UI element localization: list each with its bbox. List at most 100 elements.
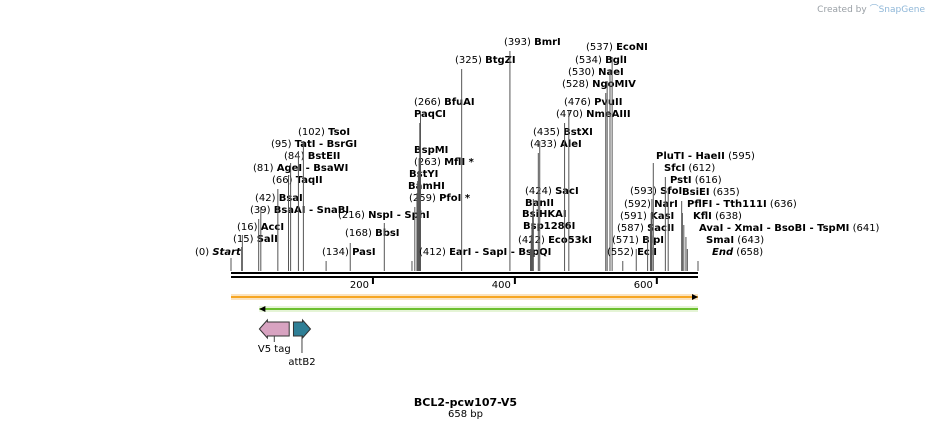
enzyme-name: NgoMIV [592, 79, 636, 90]
enzyme-site[interactable]: (15) SalI [233, 234, 278, 271]
enzyme-label: (422) Eco53kI [518, 235, 592, 246]
enzyme-name: SmaI [706, 235, 734, 246]
site-position: (412) [419, 247, 449, 258]
enzyme-site[interactable]: (81) AgeI - BsaWI [253, 163, 348, 271]
site-position: (612) [685, 163, 715, 174]
enzyme-site[interactable]: BstYI [409, 169, 438, 271]
enzyme-site[interactable]: (0) Start [195, 247, 242, 271]
enzyme-site[interactable]: Bsp1286I [523, 221, 575, 271]
enzyme-name: TatI [295, 139, 316, 150]
site-position: (81) [253, 163, 277, 174]
enzyme-label: PluTI - HaeII (595) [656, 151, 755, 162]
enzyme-site[interactable]: BsiEI (635) [681, 187, 740, 271]
enzyme-site[interactable]: BamHI [408, 181, 445, 271]
enzyme-name: SacI [555, 186, 579, 197]
enzyme-site[interactable]: PaqCI [414, 109, 446, 271]
enzyme-site[interactable]: (66) TaqII [272, 175, 323, 271]
enzyme-site[interactable]: (134) PasI [322, 247, 376, 271]
enzyme-site[interactable]: SfcI (612) [664, 163, 715, 271]
enzyme-name: BsiHKAI [522, 209, 567, 220]
enzyme-name: SfoI [660, 186, 682, 197]
backbone-bottom-line [231, 276, 698, 278]
enzyme-label: (592) NarI [624, 199, 678, 210]
enzyme-name: BtgZI [485, 55, 516, 66]
enzyme-label: (16) AccI [237, 222, 284, 233]
enzyme-site[interactable]: (591) KasI [620, 211, 674, 271]
enzyme-name: EciI [637, 247, 657, 258]
site-position: (393) [504, 37, 534, 48]
enzyme-site[interactable]: (534) BglI [575, 55, 627, 271]
enzyme-site[interactable]: (592) NarI [624, 199, 678, 271]
enzyme-label: (530) NaeI [568, 67, 624, 78]
enzyme-label: (393) BmrI [504, 37, 561, 48]
enzyme-label: (476) PvuII [564, 97, 623, 108]
site-position: (39) [250, 205, 274, 216]
enzyme-site[interactable]: BspMI [414, 145, 448, 271]
enzyme-site[interactable]: PstI (616) [667, 175, 722, 271]
enzyme-site[interactable]: (266) BfuAI [414, 97, 475, 271]
enzyme-site[interactable]: (325) BtgZI [455, 55, 516, 271]
enzyme-name: PstI [670, 175, 692, 186]
enzyme-site[interactable]: KflI (638) [683, 211, 742, 271]
feature-label: attB2 [288, 357, 315, 368]
enzyme-label: (259) PfoI * [409, 193, 471, 204]
enzyme-site[interactable]: (537) EcoNI [586, 42, 648, 271]
enzyme-site[interactable]: (95) TatI - BsrGI [271, 139, 357, 271]
enzyme-site[interactable]: (593) SfoI [630, 186, 682, 271]
enzyme-site[interactable]: PflFI - Tth111I (636) [681, 199, 797, 271]
enzyme-site[interactable]: (476) PvuII [564, 97, 623, 271]
site-position: (591) [620, 211, 650, 222]
enzyme-site[interactable]: (587) SacII [617, 223, 674, 271]
enzyme-site[interactable]: (168) BbsI [345, 228, 400, 271]
enzyme-name: SfcI [664, 163, 685, 174]
plasmid-length: 658 bp [448, 409, 483, 420]
enzyme-site[interactable]: PluTI - HaeII (595) [652, 151, 755, 271]
site-position: (595) [725, 151, 755, 162]
enzyme-name: SacII [647, 223, 674, 234]
enzyme-site[interactable]: (39) BsaAI - SnaBI [250, 205, 349, 271]
enzyme-site[interactable]: (552) EciI [607, 247, 657, 271]
site-position: (435) [533, 127, 563, 138]
snapgene-credit: Created by ⌒SnapGene [817, 2, 925, 15]
enzyme-name: NmeAIII [586, 109, 630, 120]
site-position: (216) [338, 210, 368, 221]
enzyme-label: Bsp1286I [523, 221, 575, 232]
enzyme-site[interactable]: (263) MflI * [414, 157, 475, 271]
site-position: (66) [272, 175, 296, 186]
feature-label: V5 tag [258, 344, 291, 355]
enzyme-site[interactable]: (259) PfoI * [409, 193, 471, 271]
site-position: (528) [562, 79, 592, 90]
site-position: (95) [271, 139, 295, 150]
enzyme-label: (263) MflI * [414, 157, 475, 168]
enzyme-label: BsiHKAI [522, 209, 567, 220]
enzyme-name: BstXI [563, 127, 593, 138]
enzyme-label: BsiEI (635) [682, 187, 740, 198]
scale-tick-label: 400 [492, 280, 511, 291]
enzyme-site[interactable]: AvaI - XmaI - BsoBI - TspMI (641) [685, 223, 880, 271]
site-position: (658) [733, 247, 763, 258]
enzyme-name: EcoNI [616, 42, 648, 53]
credit-prefix: Created by [817, 5, 867, 15]
enzyme-site[interactable]: (435) BstXI [533, 127, 593, 271]
enzyme-site[interactable]: (102) TsoI [298, 127, 350, 271]
enzyme-site[interactable]: SmaI (643) [686, 235, 764, 271]
enzyme-site[interactable]: End (658) [697, 247, 763, 271]
enzyme-name: BstEII [308, 151, 341, 162]
enzyme-label: (552) EciI [607, 247, 657, 258]
enzyme-site[interactable]: BsiHKAI [522, 209, 567, 271]
site-position: (16) [237, 222, 261, 233]
enzyme-site[interactable]: (84) BstEII [284, 151, 340, 271]
enzyme-site[interactable]: (433) AleI [530, 139, 582, 271]
enzyme-site[interactable]: (216) NspI - SphI [338, 210, 430, 271]
site-position: (433) [530, 139, 560, 150]
enzyme-site[interactable]: (393) BmrI [504, 37, 561, 271]
enzyme-site[interactable]: (528) NgoMIV [562, 79, 636, 271]
enzyme-name: BglI [605, 55, 627, 66]
enzyme-site[interactable]: (530) NaeI [568, 67, 624, 271]
enzyme-site[interactable]: (16) AccI [237, 222, 284, 271]
scale-tick [371, 278, 374, 284]
enzyme-site[interactable]: (470) NmeAIII [556, 109, 631, 271]
enzyme-site[interactable]: (412) EarI - SapI - BspQI [411, 247, 551, 271]
enzyme-name: BfuAI [444, 97, 475, 108]
track-arrowhead [259, 306, 266, 312]
